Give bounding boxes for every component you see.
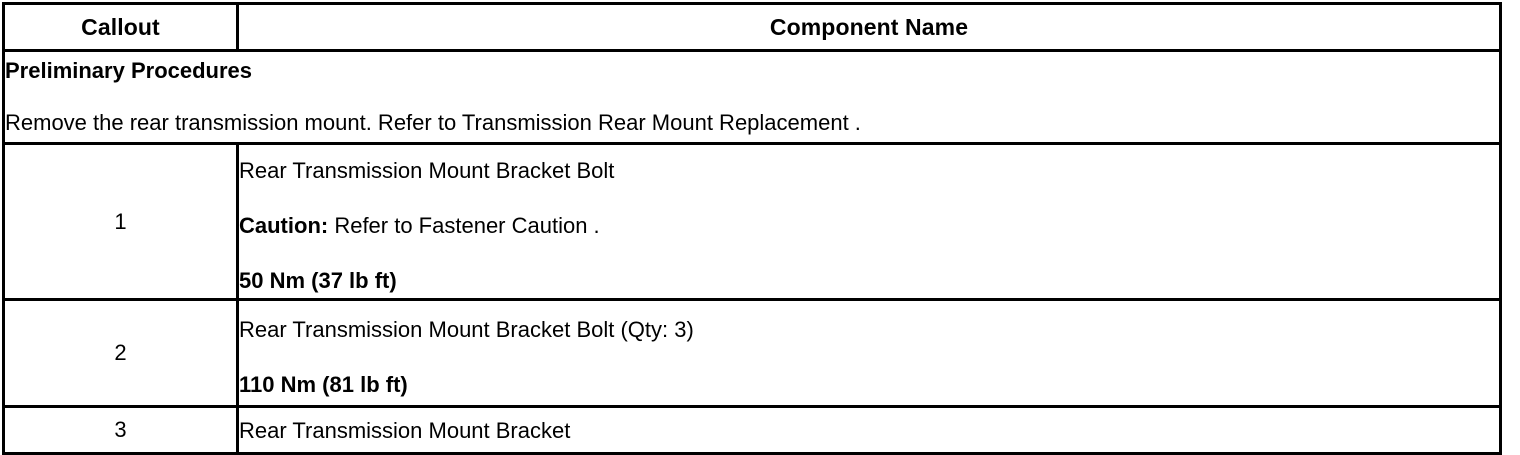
preliminary-procedures-title: Preliminary Procedures bbox=[5, 58, 253, 83]
table-row: 1 Rear Transmission Mount Bracket Bolt C… bbox=[2, 142, 1502, 301]
component-name-line: Rear Transmission Mount Bracket Bolt (Qt… bbox=[239, 317, 694, 342]
column-header-callout-label: Callout bbox=[81, 14, 160, 40]
callout-number-cell: 3 bbox=[2, 405, 239, 455]
component-name-line: Rear Transmission Mount Bracket bbox=[239, 417, 571, 443]
component-name-cell: Rear Transmission Mount Bracket Bolt Cau… bbox=[236, 142, 1502, 301]
table-row: 2 Rear Transmission Mount Bracket Bolt (… bbox=[2, 298, 1502, 408]
callout-number-cell: 2 bbox=[2, 298, 239, 408]
torque-spec-line: 110 Nm (81 lb ft) bbox=[239, 372, 408, 397]
preliminary-procedures-row: Preliminary Procedures Remove the rear t… bbox=[2, 49, 1502, 145]
column-header-callout: Callout bbox=[2, 2, 239, 52]
table-row: 3 Rear Transmission Mount Bracket bbox=[2, 405, 1502, 455]
callout-number: 3 bbox=[114, 417, 127, 442]
callout-number: 1 bbox=[114, 208, 127, 234]
callout-number-cell: 1 bbox=[2, 142, 239, 301]
component-name-line: Rear Transmission Mount Bracket Bolt bbox=[239, 158, 615, 183]
component-name-cell: Rear Transmission Mount Bracket bbox=[236, 405, 1502, 455]
column-header-component-name-label: Component Name bbox=[769, 14, 969, 40]
torque-spec-line: 50 Nm (37 lb ft) bbox=[239, 268, 397, 293]
callout-number: 2 bbox=[114, 340, 127, 365]
caution-label: Caution: bbox=[239, 213, 329, 238]
table-header-row: Callout Component Name bbox=[2, 2, 1502, 52]
component-name-cell: Rear Transmission Mount Bracket Bolt (Qt… bbox=[236, 298, 1502, 408]
preliminary-procedures-text: Remove the rear transmission mount. Refe… bbox=[5, 110, 861, 135]
preliminary-procedures-cell: Preliminary Procedures Remove the rear t… bbox=[2, 49, 1502, 145]
column-header-component-name: Component Name bbox=[236, 2, 1502, 52]
caution-line: Caution: Refer to Fastener Caution . bbox=[239, 212, 1499, 239]
caution-text: Refer to Fastener Caution . bbox=[328, 213, 600, 238]
